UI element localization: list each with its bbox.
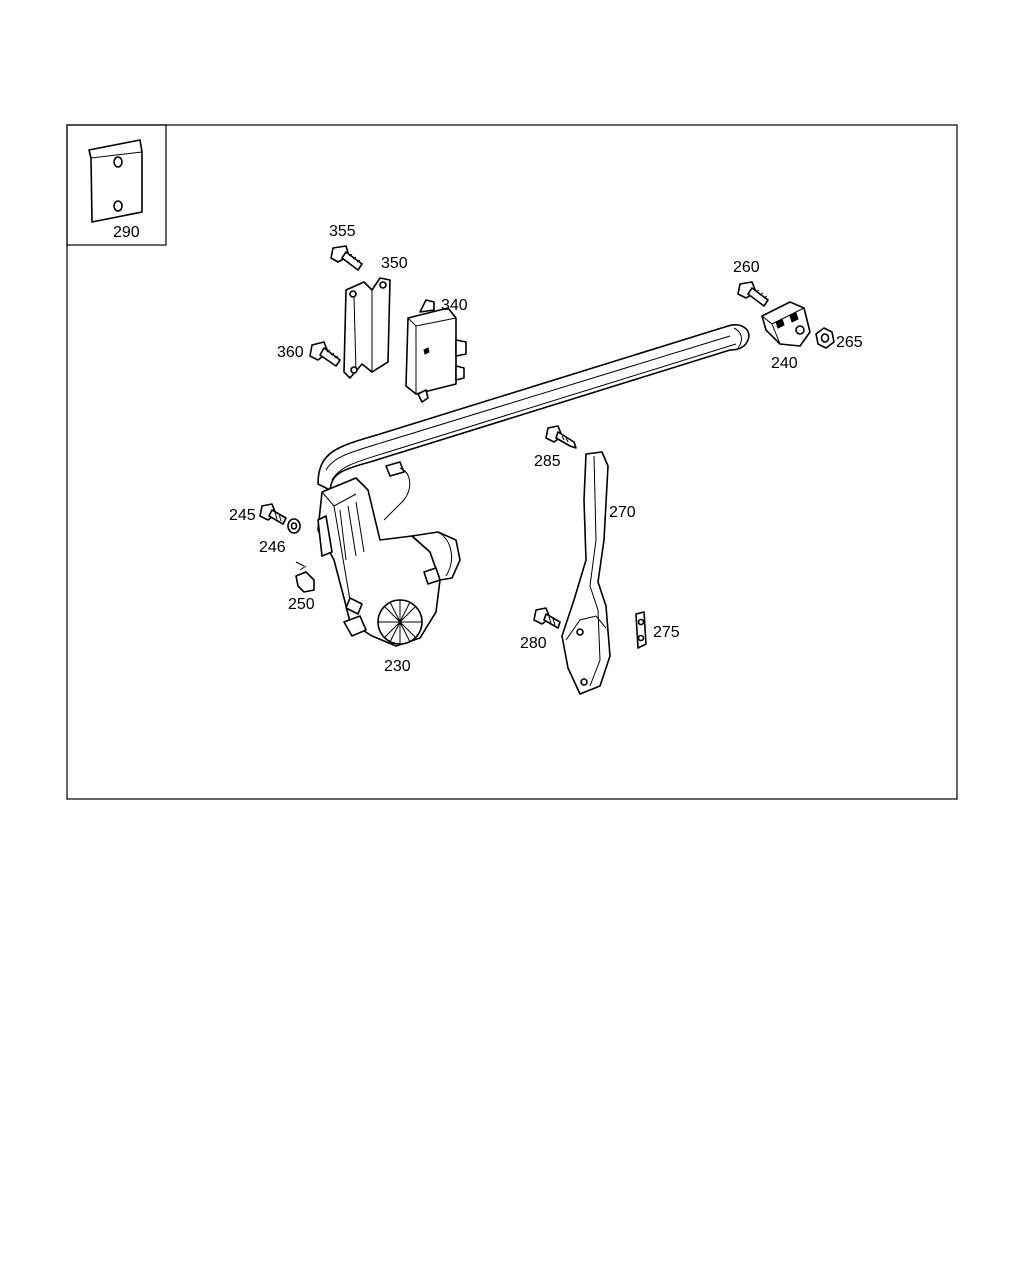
clip-275 — [635, 611, 647, 649]
callout-355: 355 — [329, 223, 356, 240]
bolt-360 — [309, 341, 341, 367]
stud-250 — [295, 561, 315, 593]
bracket-350 — [343, 277, 391, 379]
guide-rail-270 — [561, 451, 611, 695]
callout-360: 360 — [277, 344, 304, 361]
callout-260: 260 — [733, 259, 760, 276]
slider-240 — [761, 301, 811, 347]
callout-350: 350 — [381, 255, 408, 272]
screw-280 — [533, 607, 561, 629]
bolt-245 — [259, 503, 287, 525]
callout-250: 250 — [288, 596, 315, 613]
screw-285 — [545, 425, 577, 449]
callout-285: 285 — [534, 453, 561, 470]
callout-230: 230 — [384, 658, 411, 675]
motor-230 — [317, 477, 461, 647]
callout-265: 265 — [836, 334, 863, 351]
callout-240: 240 — [771, 355, 798, 372]
nut-265 — [815, 327, 835, 349]
module-340 — [405, 299, 467, 403]
callout-246: 246 — [259, 539, 286, 556]
inset-290 — [66, 124, 167, 246]
callout-280: 280 — [520, 635, 547, 652]
callout-340: 340 — [441, 297, 468, 314]
cable-rail — [317, 324, 750, 521]
bolt-260 — [737, 281, 769, 307]
washer-246 — [287, 518, 301, 534]
callout-270: 270 — [609, 504, 636, 521]
bolt-355 — [330, 245, 363, 271]
callout-245: 245 — [229, 507, 256, 524]
callout-275: 275 — [653, 624, 680, 641]
diagram-frame — [66, 124, 958, 800]
callout-290: 290 — [113, 224, 140, 241]
